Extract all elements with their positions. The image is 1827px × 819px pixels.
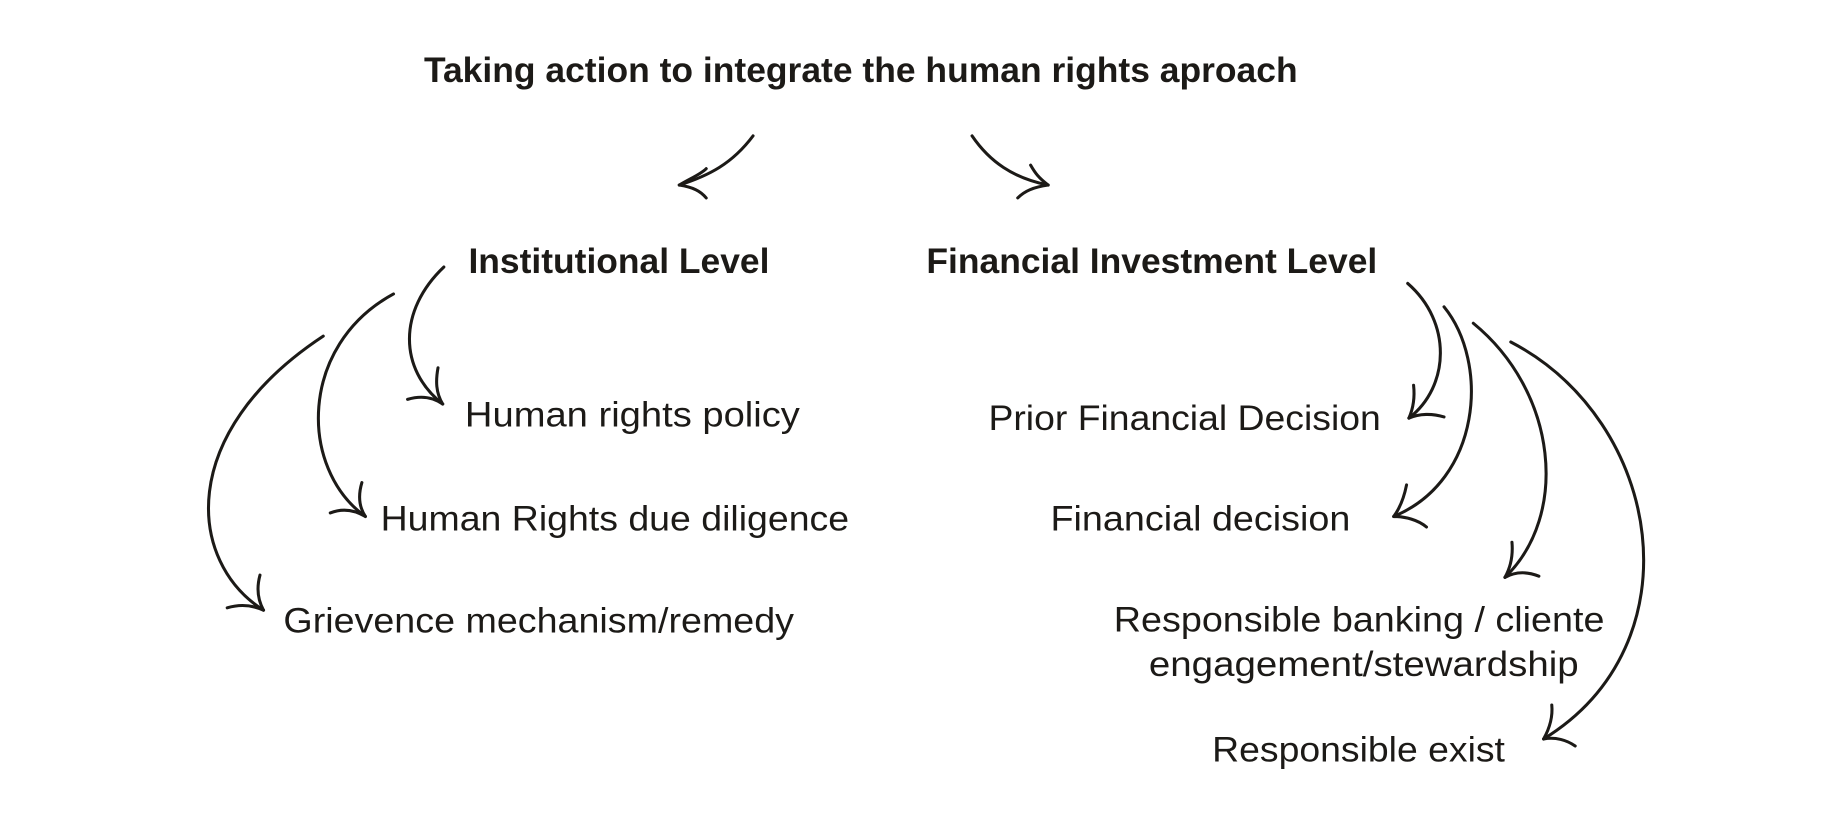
arrow-to-responsible-banking [1471, 321, 1548, 579]
financial-item: Responsible exist [1212, 730, 1505, 769]
institutional-heading: Institutional Level [468, 242, 769, 281]
arrow-to-due-diligence [316, 292, 396, 519]
arrow-to-responsible-exit [1509, 340, 1646, 748]
institutional-item: Human Rights due diligence [381, 500, 849, 539]
arrow-to-prior-decision [1406, 281, 1446, 420]
financial-item: Responsible banking / cliente [1114, 600, 1605, 639]
financial-heading: Financial Investment Level [926, 242, 1377, 281]
institutional-item: Grievence mechanism/remedy [283, 601, 794, 640]
arrow-to-financial-decision [1392, 305, 1473, 529]
arrow-to-institutional [677, 134, 755, 200]
institutional-item: Human rights policy [465, 395, 800, 434]
financial-item: engagement/stewardship [1149, 645, 1579, 684]
arrow-to-grievance [206, 334, 325, 612]
arrow-to-financial [970, 134, 1050, 200]
financial-item: Financial decision [1051, 500, 1351, 539]
arrow-to-policy [406, 265, 446, 406]
financial-item: Prior Financial Decision [988, 399, 1380, 438]
diagram-title: Taking action to integrate the human rig… [424, 51, 1298, 90]
